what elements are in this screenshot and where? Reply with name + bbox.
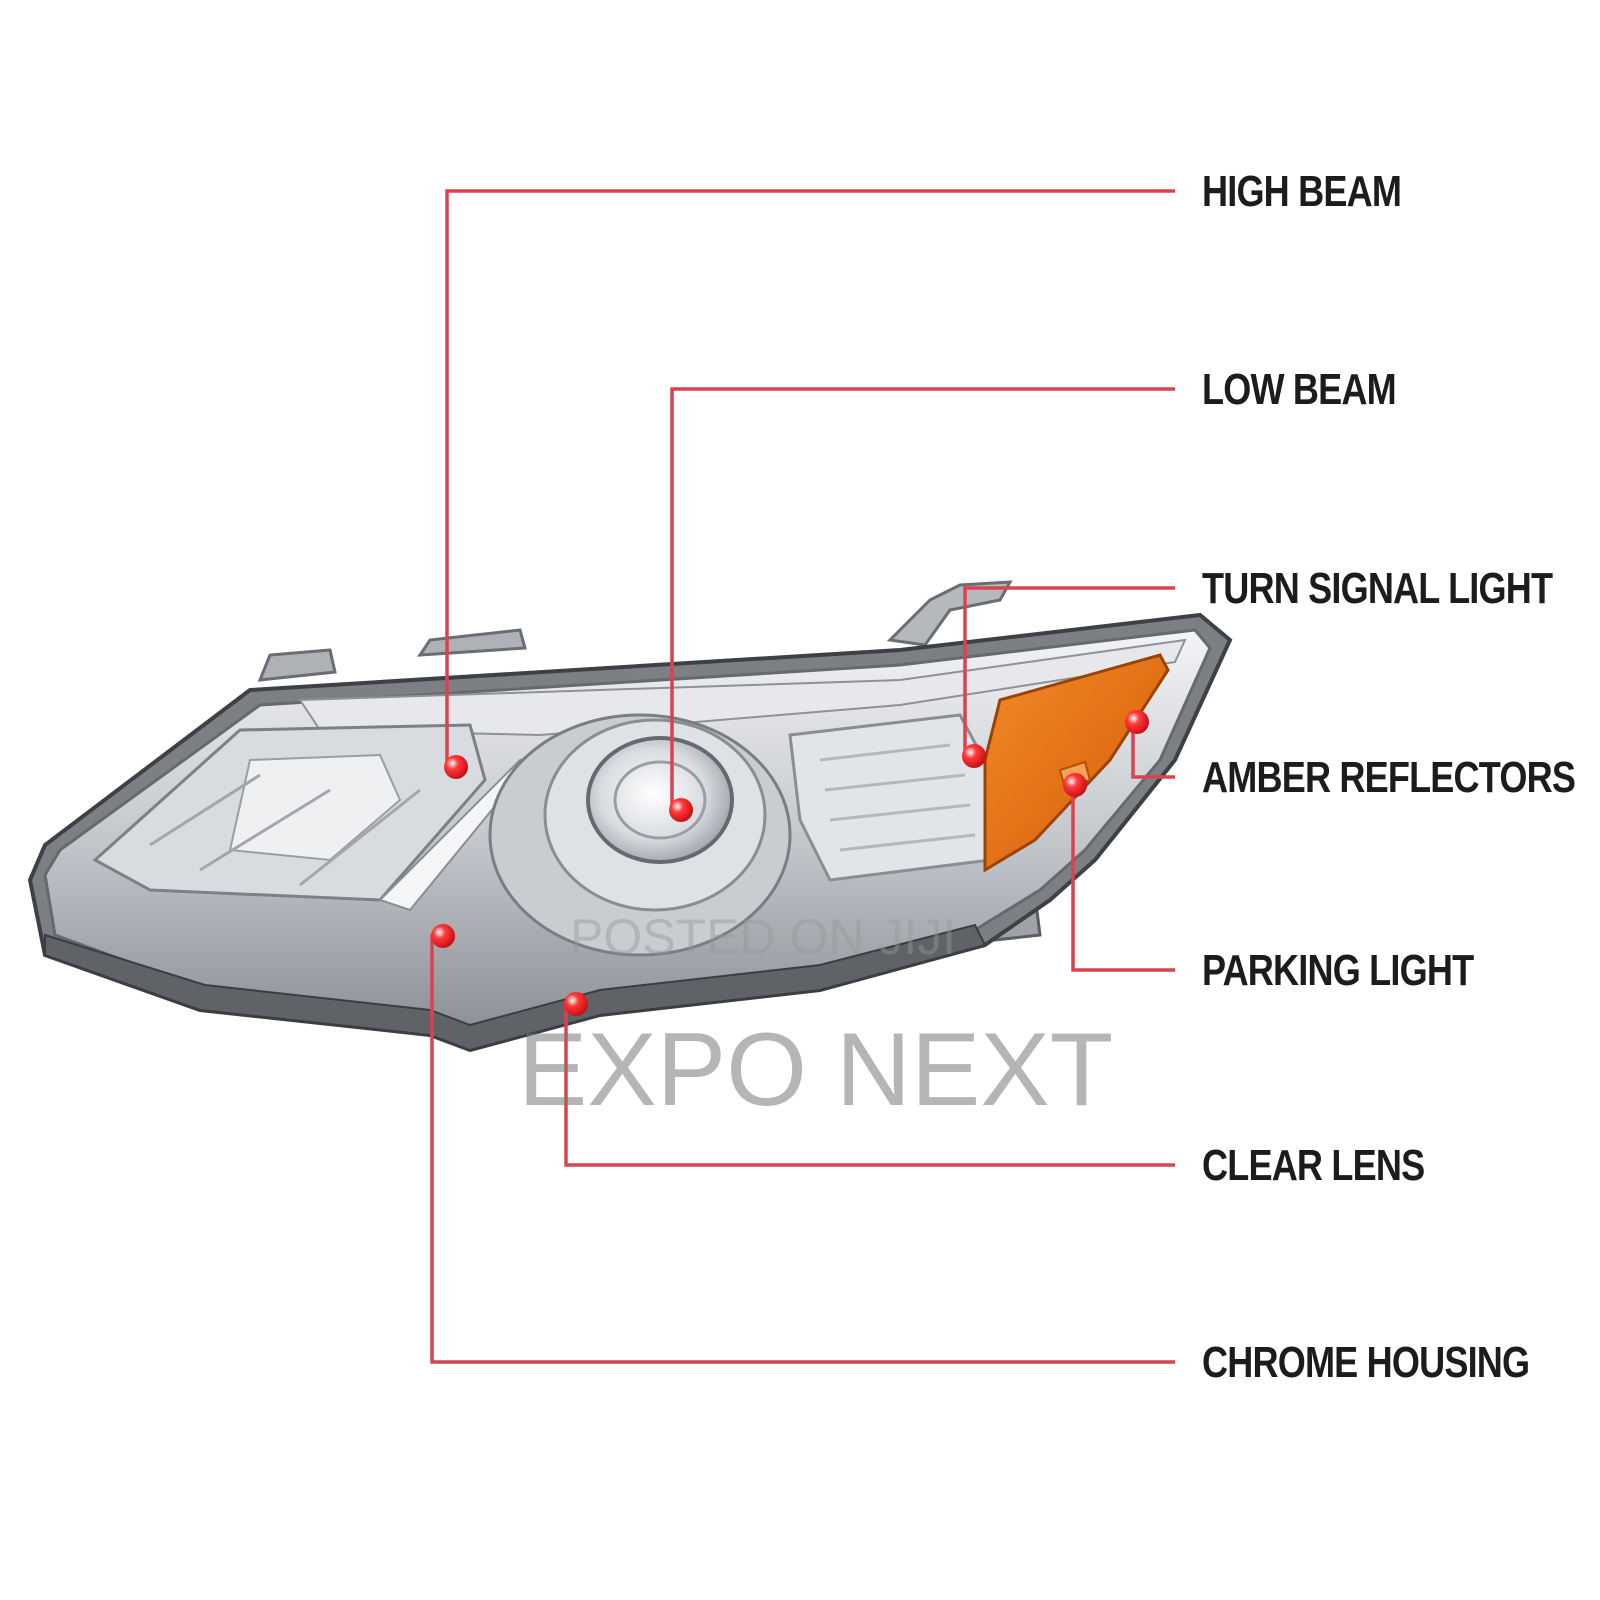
marker-amber-reflectors — [1125, 710, 1149, 734]
leader-low-beam — [670, 387, 1175, 810]
housing-lower-lip — [44, 923, 987, 1052]
mount-tab-left — [257, 648, 337, 682]
marker-clear-lens — [564, 992, 588, 1016]
headlight-assembly — [27, 580, 1233, 1053]
mount-tab-center — [417, 628, 527, 657]
mount-bracket-right — [886, 580, 1013, 647]
leader-amber-reflectors — [1131, 722, 1175, 779]
label-amber-reflectors: AMBER REFLECTORS — [1202, 753, 1576, 802]
label-clear-lens: CLEAR LENS — [1202, 1141, 1425, 1190]
label-turn-signal-light: TURN SIGNAL LIGHT — [1202, 564, 1553, 613]
marker-chrome-housing — [431, 924, 455, 948]
marker-parking-light — [1063, 773, 1087, 797]
watermark-expo-next: EXPO NEXT — [518, 1012, 1114, 1128]
watermark-posted-on-jiji: POSTED ON JIJI — [570, 909, 957, 965]
markers — [431, 710, 1149, 1016]
label-high-beam: HIGH BEAM — [1202, 167, 1402, 216]
marker-high-beam — [444, 755, 468, 779]
projector-lens — [586, 736, 734, 864]
turn-signal-reflector — [788, 713, 1002, 882]
high-beam-bulb-cavity — [228, 753, 402, 862]
marker-turn-signal — [962, 744, 986, 768]
leader-parking-light — [1071, 785, 1175, 972]
label-chrome-housing: CHROME HOUSING — [1202, 1338, 1530, 1387]
label-parking-light: PARKING LIGHT — [1202, 946, 1474, 995]
leader-high-beam — [445, 189, 1175, 767]
marker-low-beam — [669, 798, 693, 822]
label-low-beam: LOW BEAM — [1202, 365, 1397, 414]
leader-turn-signal — [963, 586, 1175, 756]
